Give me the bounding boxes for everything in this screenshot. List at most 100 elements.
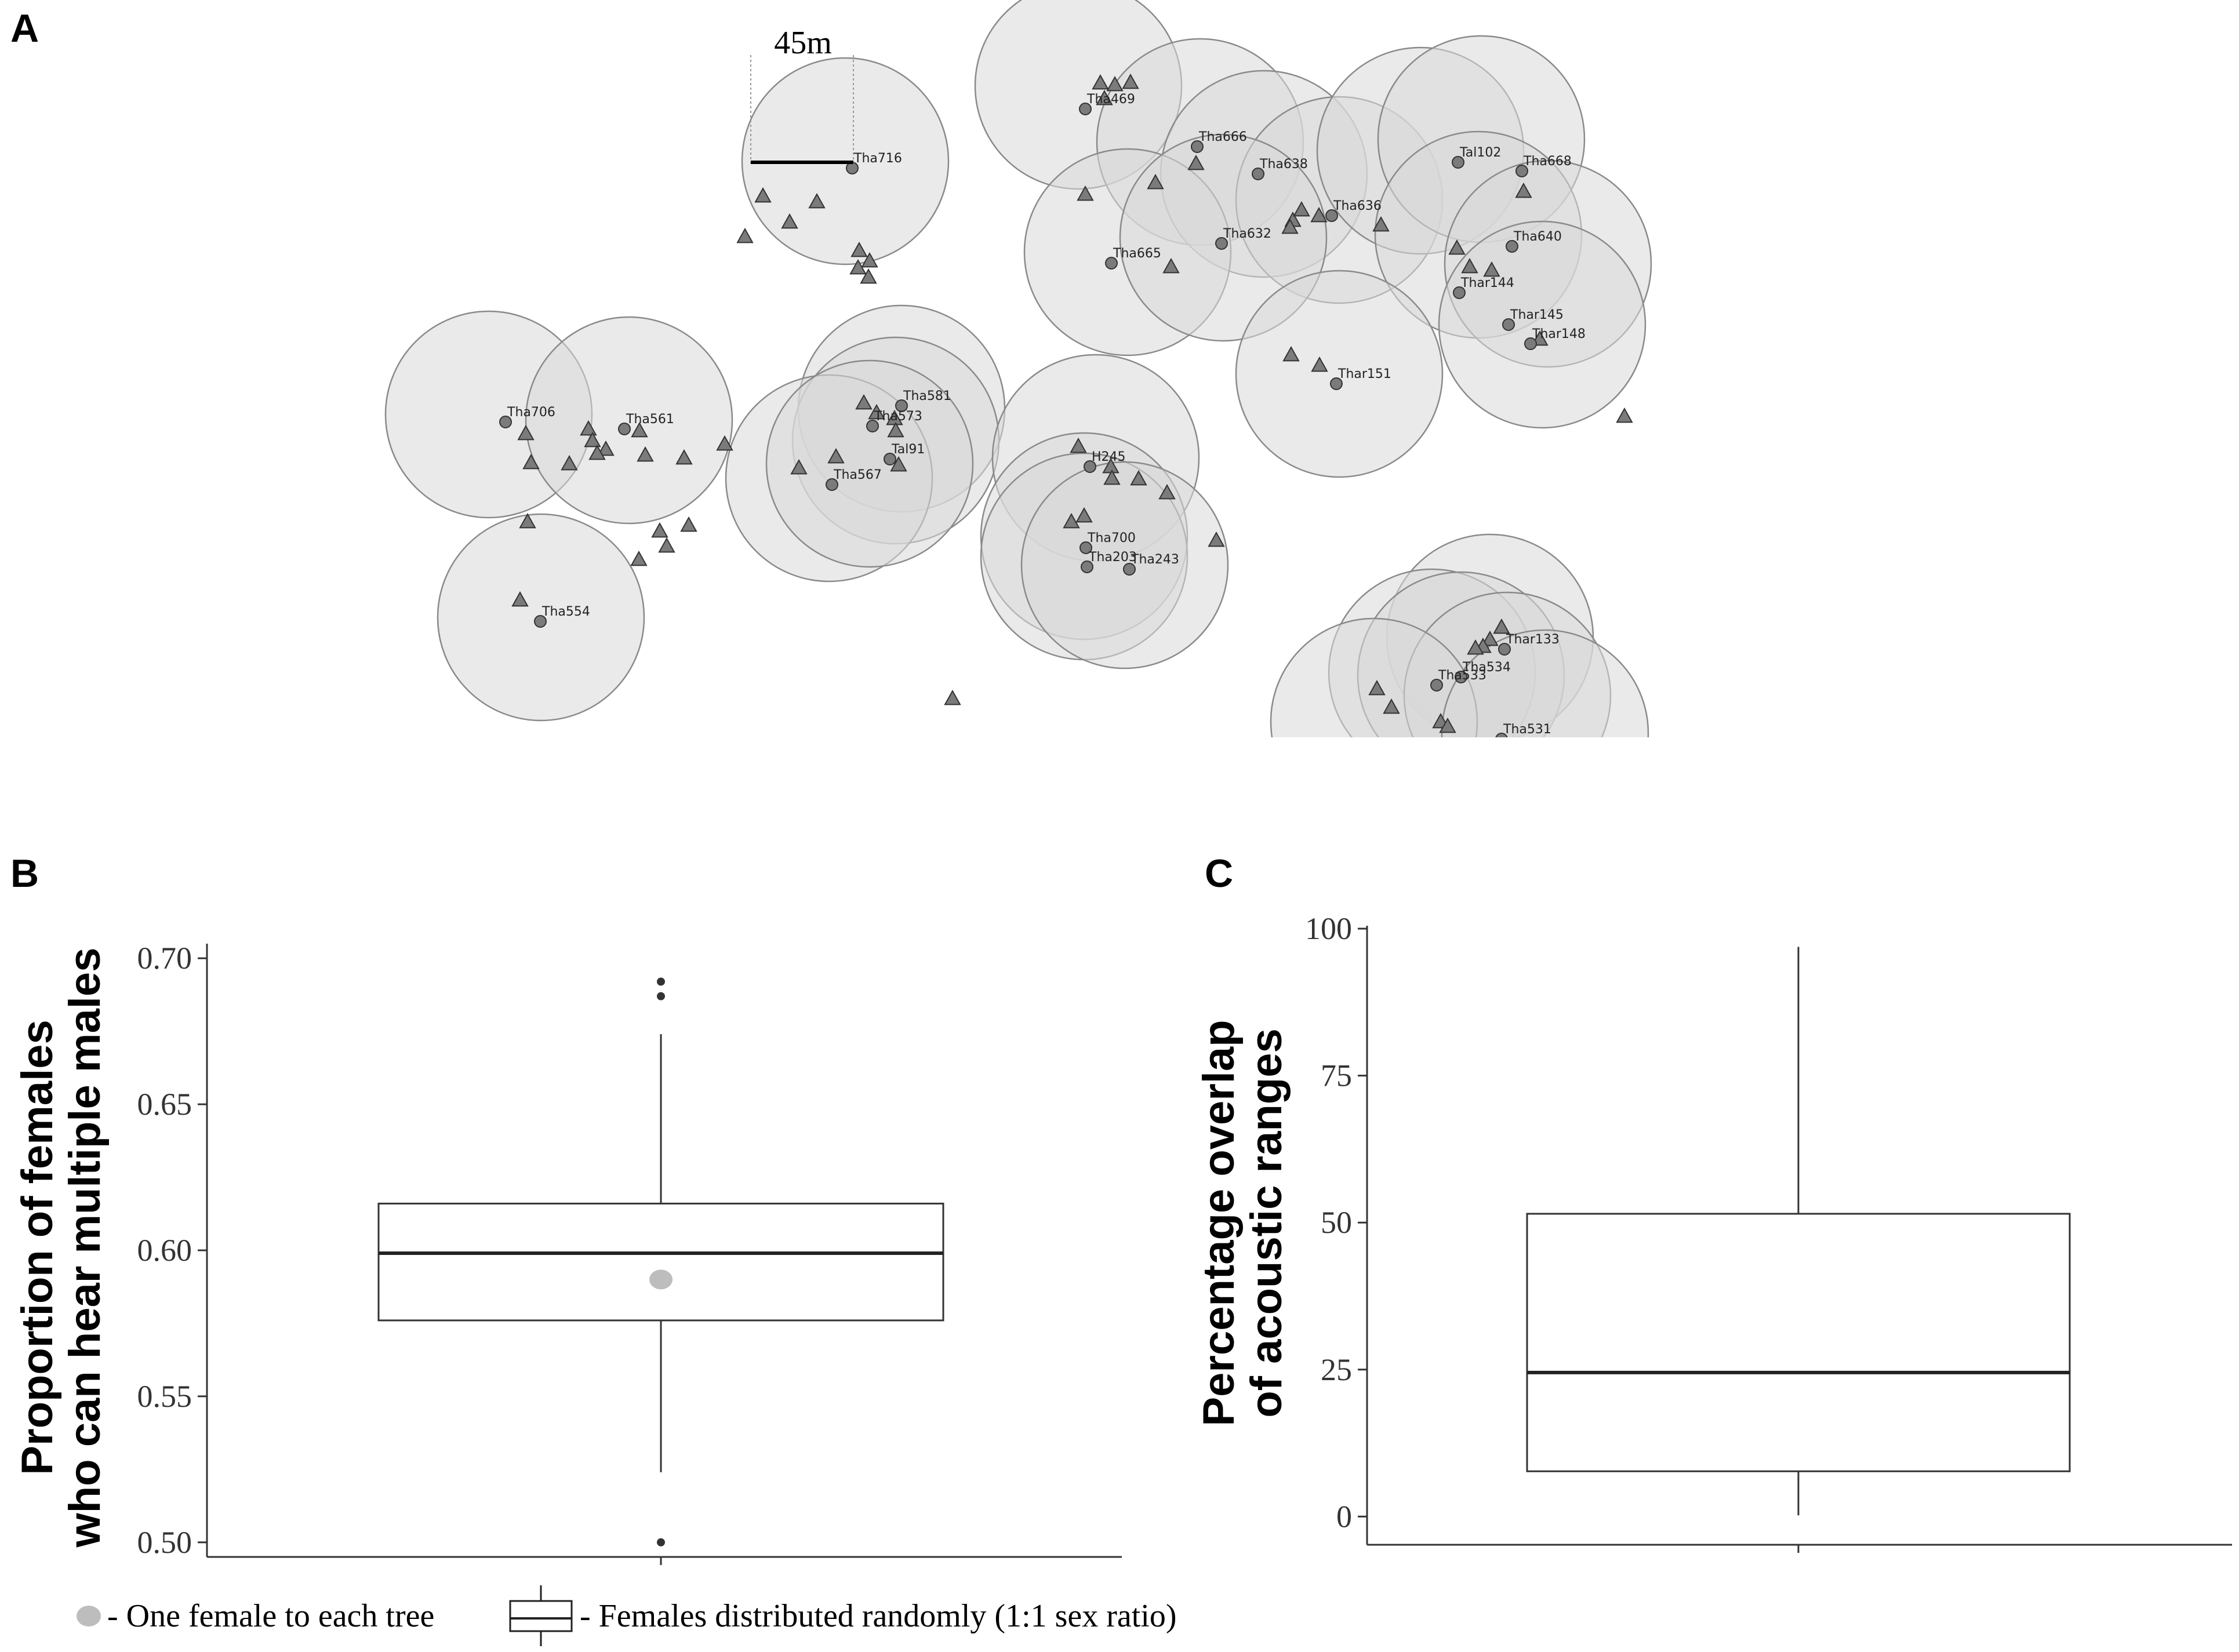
- female-triangle-marker: [637, 446, 654, 462]
- outlier-point: [657, 992, 665, 1000]
- male-id-label: Thar145: [1510, 308, 1564, 322]
- female-triangle-marker: [675, 449, 693, 465]
- male-id-label: Thar151: [1337, 367, 1391, 381]
- male-id-label: Tha716: [853, 151, 902, 166]
- female-triangle-marker: [1077, 185, 1094, 201]
- male-id-label: Tha632: [1223, 227, 1271, 241]
- female-triangle-marker: [519, 512, 536, 529]
- female-triangle-marker: [1311, 356, 1328, 372]
- scale-bar-label: 45m: [774, 25, 832, 61]
- female-triangle-marker: [850, 241, 868, 257]
- female-triangle-marker: [855, 394, 873, 410]
- male-id-label: Tha638: [1259, 157, 1308, 172]
- male-marker: [1081, 561, 1093, 573]
- female-triangle-marker: [1515, 182, 1532, 198]
- female-triangle-marker: [1616, 407, 1633, 423]
- chart-b-ylabel-line2: who can hear multiple males: [60, 948, 110, 1548]
- y-tick-label: 50: [1321, 1205, 1352, 1240]
- male-marker: [1330, 377, 1343, 390]
- female-triangle-marker: [1282, 345, 1300, 362]
- male-marker: [1515, 165, 1528, 177]
- male-marker: [1524, 337, 1537, 350]
- female-triangle-marker: [522, 453, 540, 470]
- female-triangle-marker: [1122, 73, 1139, 89]
- male-id-label: Tha665: [1113, 246, 1161, 261]
- y-tick-label: 0.65: [137, 1087, 192, 1122]
- female-triangle-marker: [517, 424, 535, 441]
- male-marker: [1191, 140, 1204, 153]
- male-id-label: Thar148: [1532, 327, 1586, 341]
- female-triangle-marker: [736, 227, 754, 243]
- female-triangle-marker: [597, 440, 615, 456]
- female-triangle-marker: [1467, 639, 1484, 655]
- male-marker: [1325, 209, 1338, 222]
- female-triangle-marker: [588, 444, 606, 460]
- male-marker: [1079, 103, 1092, 115]
- female-triangle-marker: [1187, 154, 1205, 170]
- male-marker: [534, 615, 547, 628]
- female-triangle-marker: [580, 420, 597, 436]
- one-female-per-tree-point: [649, 1269, 673, 1290]
- male-id-label: Tal102: [1459, 145, 1501, 160]
- male-id-label: Tha573: [874, 409, 922, 424]
- male-marker: [499, 416, 512, 428]
- legend: - One female to each tree - Females dist…: [77, 1585, 1177, 1646]
- scale-bar: 45m: [750, 25, 854, 164]
- female-triangle-marker: [1070, 437, 1087, 453]
- female-triangle-marker: [868, 403, 885, 420]
- male-marker: [826, 478, 838, 491]
- panel-label-b: B: [10, 852, 39, 896]
- range-circle: [1235, 270, 1444, 478]
- male-id-label: Tha668: [1523, 154, 1572, 169]
- male-marker: [895, 399, 908, 412]
- female-triangle-marker: [1208, 531, 1225, 547]
- legend-box-icon: [509, 1585, 573, 1646]
- chart-c-ylabel-line2: of acoustic ranges: [1242, 1028, 1291, 1418]
- male-id-label: Tha533: [1438, 668, 1486, 683]
- female-triangle-marker: [861, 252, 878, 268]
- female-triangle-marker: [849, 259, 867, 275]
- outlier-point: [657, 977, 665, 986]
- chart-b-ylabel-line1: Proportion of females: [13, 1020, 62, 1475]
- male-marker: [1105, 257, 1118, 270]
- female-triangle-marker: [1281, 218, 1299, 234]
- female-triangle-marker: [1493, 618, 1510, 634]
- female-triangle-marker: [1439, 717, 1456, 733]
- male-id-label: Tha700: [1087, 531, 1136, 545]
- panel-label-a: A: [10, 6, 39, 50]
- female-triangle-marker: [680, 516, 697, 532]
- female-triangle-marker: [790, 459, 808, 475]
- range-circle: [1441, 629, 1649, 737]
- chart-c-ylabel-line1: Percentage overlap: [1194, 1020, 1244, 1426]
- female-triangle-marker: [860, 268, 877, 284]
- female-triangle-marker: [1106, 75, 1124, 92]
- female-triangle-marker: [1158, 483, 1176, 500]
- male-id-label: Tha640: [1513, 230, 1562, 244]
- male-id-label: Tha531: [1503, 722, 1551, 737]
- female-triangle-marker: [1383, 698, 1400, 714]
- acoustic-range-circles: [384, 0, 1652, 737]
- male-marker: [1452, 156, 1464, 169]
- chart-b-plot: [377, 977, 944, 1565]
- y-tick-label: 25: [1321, 1352, 1352, 1387]
- chart-b-y-ticks: 0.500.550.600.650.70: [137, 941, 207, 1560]
- range-circle: [1438, 220, 1646, 429]
- range-circle: [525, 316, 733, 525]
- male-marker: [1455, 671, 1467, 683]
- chart-c-plot: [1526, 947, 2071, 1553]
- male-id-label: Tha636: [1333, 199, 1382, 213]
- female-triangle-marker: [1075, 507, 1093, 523]
- male-marker: [1252, 168, 1264, 180]
- female-triangle-marker: [630, 550, 648, 566]
- y-tick-label: 75: [1321, 1058, 1352, 1093]
- female-triangle-marker: [511, 591, 529, 607]
- male-marker: [866, 420, 879, 432]
- y-tick-label: 0.70: [137, 941, 192, 976]
- male-id-label: Tha581: [903, 389, 951, 403]
- male-id-label: Tal91: [891, 442, 925, 457]
- female-triangle-marker: [1147, 173, 1164, 190]
- male-id-label: Thar144: [1460, 276, 1514, 290]
- male-id-label: Tha554: [541, 605, 590, 619]
- female-triangle-marker: [658, 537, 675, 553]
- male-id-label: Tha666: [1198, 130, 1247, 144]
